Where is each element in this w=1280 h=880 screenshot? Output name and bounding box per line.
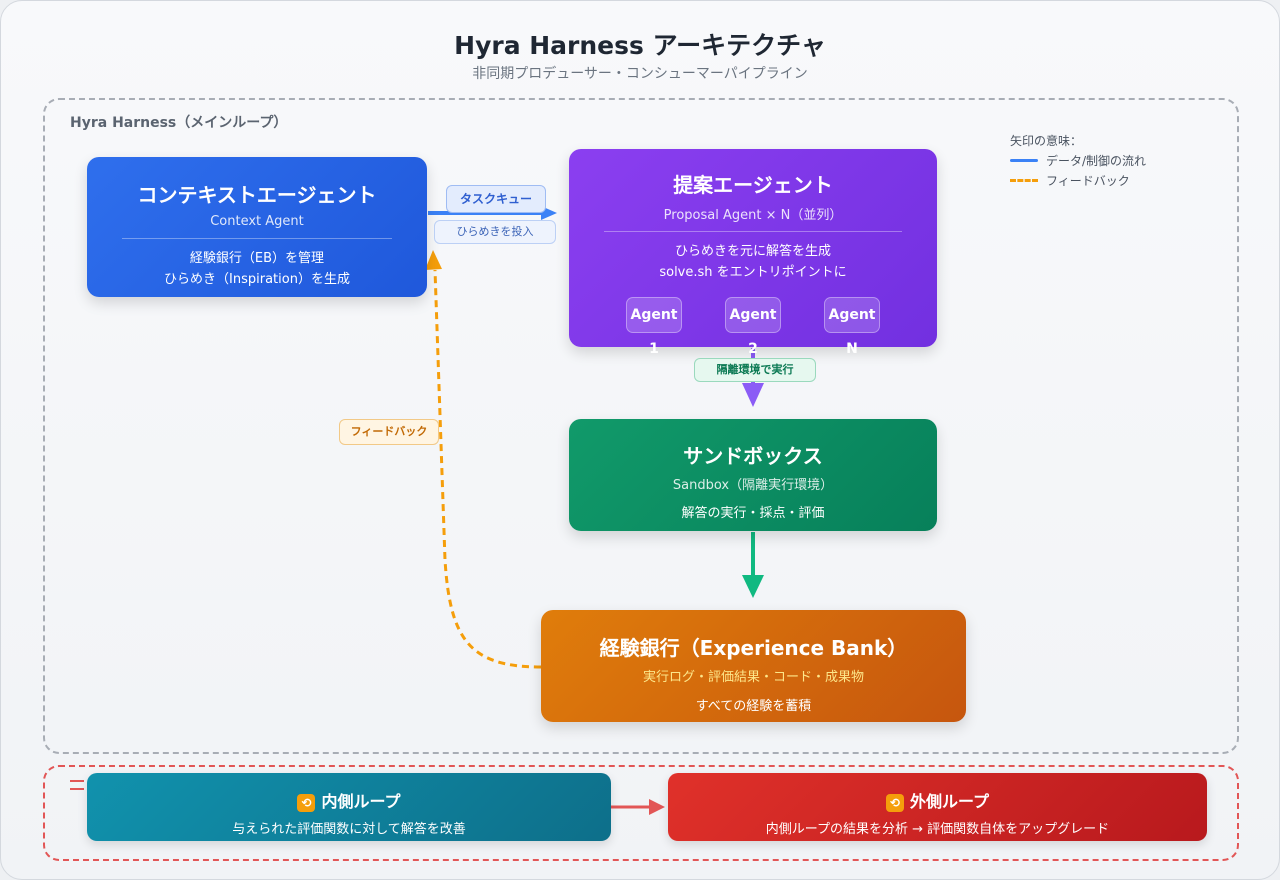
context-agent-line1: 経験銀行（EB）を管理 (189, 251, 325, 266)
experience-bank-box: 経験銀行（Experience Bank） 実行ログ・評価結果・コード・成果物 … (541, 610, 966, 722)
sandbox-title: サンドボックス (683, 444, 823, 468)
inject-label: ひらめきを投入 (434, 220, 556, 244)
arrow-feedback (433, 269, 542, 669)
proposal-agent-title: 提案エージェント (673, 173, 833, 197)
outer-loop-box: ⟲ 外側ループ 内側ループの結果を分析 → 評価関数自体をアップグレード (668, 773, 1207, 841)
context-agent-title: コンテキストエージェント (137, 183, 377, 207)
inner-loop-desc: 与えられた評価関数に対して解答を改善 (232, 822, 466, 837)
sandbox-subtitle: Sandbox（隔離実行環境） (672, 478, 834, 493)
outer-loop-boundary (43, 765, 1239, 861)
legend-data-flow-label: データ/制御の流れ (1046, 153, 1147, 168)
task-queue-label: タスクキュー (446, 185, 546, 213)
proposal-agent-subtitle: Proposal Agent × N（並列） (663, 208, 843, 223)
repeat-icon: ⟲ (297, 793, 316, 812)
page-title: Hyra Harness アーキテクチャ (454, 31, 826, 60)
dashed-line-icon (1010, 178, 1038, 182)
sandbox-line1: 解答の実行・採点・評価 (681, 506, 825, 521)
experience-bank-line1: すべての経験を蓄積 (695, 699, 812, 714)
main-loop-label: Hyra Harness（メインループ） (70, 115, 288, 131)
divider (604, 231, 902, 232)
arrowhead-sandbox-to-bank (742, 575, 764, 598)
legend-item-feedback: フィードバック (1010, 170, 1146, 190)
divider (122, 238, 392, 239)
proposal-agent-line2: solve.sh をエントリポイントに (659, 265, 847, 280)
arrowhead-inner-to-outer (649, 799, 665, 815)
agent-chip-1: Agent 1 (626, 297, 682, 357)
sandbox-box: サンドボックス Sandbox（隔離実行環境） 解答の実行・採点・評価 (569, 419, 937, 531)
feedback-label: フィードバック (339, 419, 439, 445)
inner-loop-title: 内側ループ (321, 792, 401, 811)
isolated-exec-label: 隔離環境で実行 (694, 358, 816, 382)
repeat-icon: ⟲ (885, 793, 904, 812)
legend-feedback-label: フィードバック (1046, 173, 1130, 188)
experience-bank-subtitle: 実行ログ・評価結果・コード・成果物 (642, 670, 864, 685)
main-loop-boundary (43, 98, 1239, 754)
inner-loop-box: ⟲ 内側ループ 与えられた評価関数に対して解答を改善 (87, 773, 611, 841)
legend: 矢印の意味： データ/制御の流れ フィードバック (1010, 130, 1146, 190)
legend-item-data-flow: データ/制御の流れ (1010, 150, 1146, 170)
arrowhead-proposal-to-sandbox (742, 383, 764, 407)
experience-bank-title: 経験銀行（Experience Bank） (599, 636, 908, 660)
arrowhead-feedback (425, 250, 442, 270)
outer-loop-desc: 内側ループの結果を分析 → 評価関数自体をアップグレード (765, 822, 1110, 837)
agent-chip-n: Agent N (824, 297, 880, 357)
context-agent-box: コンテキストエージェント Context Agent 経験銀行（EB）を管理 ひ… (87, 157, 427, 297)
proposal-agent-box: 提案エージェント Proposal Agent × N（並列） ひらめきを元に解… (569, 149, 937, 357)
agent-chip-2: Agent 2 (725, 297, 781, 357)
context-agent-subtitle: Context Agent (210, 214, 304, 229)
proposal-agent-line1: ひらめきを元に解答を生成 (674, 244, 831, 259)
context-agent-line2: ひらめき（Inspiration）を生成 (164, 272, 350, 287)
outer-loop-title: 外側ループ (909, 792, 990, 811)
page-subtitle: 非同期プロデューサー・コンシューマーパイプライン (472, 66, 808, 82)
legend-title: 矢印の意味： (1010, 133, 1083, 148)
solid-line-icon (1010, 158, 1038, 162)
